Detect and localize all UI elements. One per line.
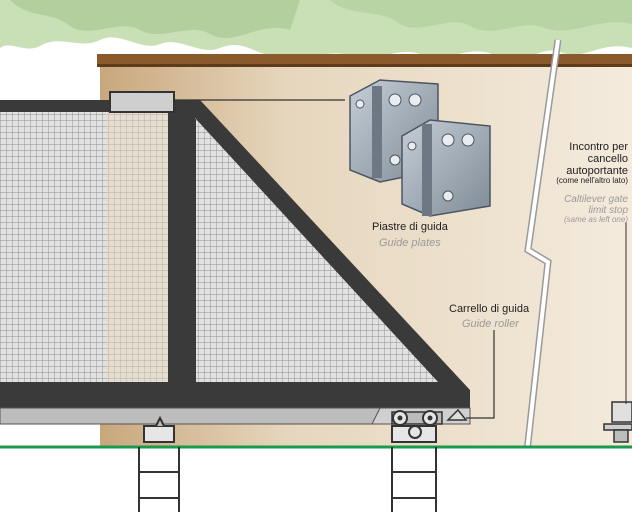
guide-plates-label-en: Guide plates	[379, 237, 441, 249]
limit-stop	[603, 401, 632, 443]
tree-foliage	[0, 0, 632, 62]
guide-plates-label-it: Piastre di guida	[372, 221, 448, 233]
guide-plates	[349, 79, 491, 217]
sliding-gate	[0, 91, 471, 425]
limit-stop-label-it-note: (come nell'altro lato)	[556, 176, 628, 186]
guide-roller-label-it: Carrello di guida	[449, 303, 530, 315]
limit-stop-label: Incontro per cancello autoportante (come…	[518, 141, 628, 225]
guide-roller	[391, 408, 468, 439]
roller-leader-line	[466, 330, 495, 419]
left-foundation	[138, 415, 180, 512]
limit-stop-label-en-1: Caltilever gate	[564, 194, 628, 206]
limit-stop-label-it-2: cancello	[587, 153, 628, 166]
limit-stop-label-it-3: autoportante	[566, 165, 628, 178]
ground	[0, 446, 632, 515]
limit-stop-label-it-1: Incontro per	[569, 141, 628, 153]
limit-stop-label-en-note: (same as left one)	[563, 215, 628, 225]
guide-roller-label-en: Guide roller	[462, 318, 519, 330]
limit-stop-label-en-2: limit stop	[588, 205, 628, 217]
